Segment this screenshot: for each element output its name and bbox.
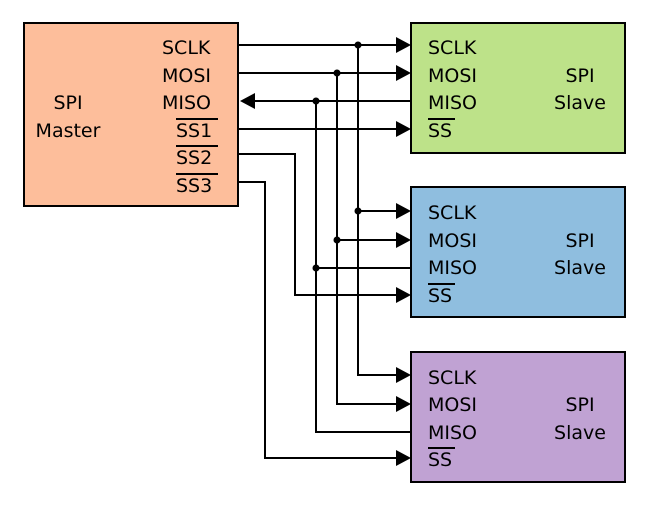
slave2-box (410, 186, 626, 318)
slave3-pin-miso: MISO (428, 422, 477, 444)
arrow-mosi-slave3 (396, 396, 411, 412)
master-box (23, 22, 239, 207)
master-pin-ss2: SS2 (176, 147, 212, 169)
mosi-bus (238, 72, 398, 405)
slave1-title-line2: Slave (554, 92, 606, 114)
slave2-pin-mosi: MOSI (428, 230, 477, 252)
ss2-wire (238, 153, 398, 296)
slave2-title-line1: SPI (565, 230, 594, 252)
sclk-junction-dot (354, 41, 362, 49)
slave1-pin-mosi: MOSI (428, 65, 477, 87)
arrow-mosi-slave2 (396, 232, 411, 248)
arrow-sclk-slave1 (396, 37, 411, 53)
slave2-pin-miso: MISO (428, 257, 477, 279)
miso-bus (254, 100, 411, 433)
arrow-ss-slave1 (396, 121, 411, 137)
slave2-pin-ss: SS (428, 285, 452, 307)
sclk-junction-dot (354, 207, 362, 215)
master-pin-miso: MISO (162, 92, 211, 114)
arrow-miso-master (240, 93, 255, 109)
slave2-title-line2: Slave (554, 257, 606, 279)
arrow-mosi-slave1 (396, 65, 411, 81)
mosi-junction-dot (333, 69, 341, 77)
slave3-pin-sclk: SCLK (428, 367, 477, 389)
master-title-line2: Master (36, 120, 101, 142)
slave3-pin-ss: SS (428, 449, 452, 471)
arrow-ss-slave2 (396, 287, 411, 303)
slave3-box (410, 351, 626, 483)
master-pin-sclk: SCLK (162, 37, 211, 59)
slave2-pin-sclk: SCLK (428, 202, 477, 224)
slave1-pin-sclk: SCLK (428, 37, 477, 59)
miso-junction-dot (312, 264, 320, 272)
arrow-sclk-slave2 (396, 203, 411, 219)
master-title-line1: SPI (53, 92, 82, 114)
master-pin-mosi: MOSI (162, 65, 211, 87)
slave3-title-line1: SPI (565, 394, 594, 416)
slave3-pin-mosi: MOSI (428, 394, 477, 416)
mosi-junction-dot (333, 236, 341, 244)
master-pin-ss3: SS3 (176, 175, 212, 197)
ss3-wire (238, 181, 398, 459)
arrow-ss-slave3 (396, 450, 411, 466)
slave3-title-line2: Slave (554, 422, 606, 444)
slave1-pin-miso: MISO (428, 92, 477, 114)
master-pin-ss1: SS1 (176, 120, 212, 142)
miso-junction-dot (312, 97, 320, 105)
sclk-bus (238, 44, 398, 376)
slave1-pin-ss: SS (428, 120, 452, 142)
slave1-title-line1: SPI (565, 65, 594, 87)
arrow-sclk-slave3 (396, 367, 411, 383)
slave1-box (410, 22, 626, 154)
